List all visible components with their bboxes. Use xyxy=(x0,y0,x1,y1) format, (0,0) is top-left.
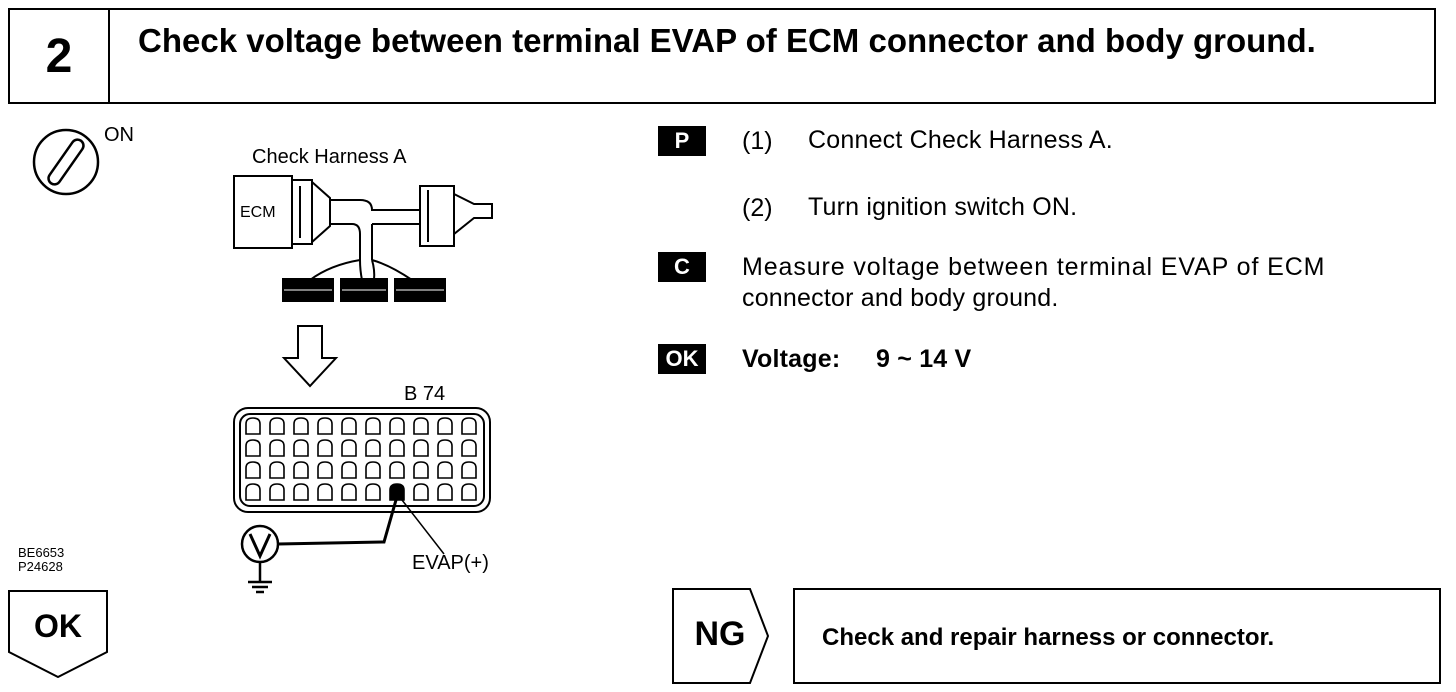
prep-tag: P xyxy=(658,126,706,156)
ignition-switch-icon xyxy=(32,128,100,196)
connector-pin xyxy=(389,461,405,479)
spec-value: 9 ~ 14 V xyxy=(876,345,972,373)
ok-result-label: OK xyxy=(34,608,82,644)
connector-pin xyxy=(317,417,333,435)
connector-pin xyxy=(293,461,309,479)
check-tag: C xyxy=(658,252,706,282)
connector-pin xyxy=(413,461,429,479)
ng-result-shape xyxy=(672,588,770,684)
connector-pin xyxy=(341,483,357,501)
voltmeter-icon xyxy=(240,499,445,594)
harness-connector-icons xyxy=(282,278,446,302)
connector-pin xyxy=(269,483,285,501)
terminal-label: EVAP(+) xyxy=(412,552,489,574)
step-text: Turn ignition switch ON. xyxy=(808,193,1078,221)
connector-pin xyxy=(317,483,333,501)
step-number: 2 xyxy=(10,10,110,102)
ng-action-text: Check and repair harness or connector. xyxy=(822,624,1275,651)
connector-pin xyxy=(365,439,381,457)
check-text: connector and body ground. xyxy=(742,284,1059,312)
connector-pin xyxy=(341,461,357,479)
step-text: Connect Check Harness A. xyxy=(808,126,1113,154)
connector-pin xyxy=(245,417,261,435)
connector-pin xyxy=(461,417,477,435)
connector-pin xyxy=(317,461,333,479)
connector-pin xyxy=(365,483,381,501)
ok-result-shape xyxy=(8,590,108,678)
connector-pin xyxy=(437,417,453,435)
harness-label: Check Harness A xyxy=(252,146,407,168)
connector-pin xyxy=(437,439,453,457)
connector-pin xyxy=(341,439,357,457)
connector-pin xyxy=(389,417,405,435)
connector-pin xyxy=(317,439,333,457)
ok-tag: OK xyxy=(658,344,706,374)
connector-pin xyxy=(245,461,261,479)
ecm-label: ECM xyxy=(240,204,276,221)
ng-action-box xyxy=(793,588,1441,684)
step-title: Check voltage between terminal EVAP of E… xyxy=(138,22,1316,59)
step-header: 2 Check voltage between terminal EVAP of… xyxy=(8,8,1436,104)
figure-code: BE6653 xyxy=(18,545,65,560)
check-text: Measure voltage between terminal EVAP of… xyxy=(742,253,1326,281)
connector-pin xyxy=(461,461,477,479)
check-harness-icon xyxy=(233,175,493,281)
spec-label: Voltage: xyxy=(742,345,841,373)
step-num: (2) xyxy=(742,194,773,222)
down-arrow-icon xyxy=(281,325,339,388)
connector-pin xyxy=(437,461,453,479)
connector-pin xyxy=(461,439,477,457)
connector-pin xyxy=(413,483,429,501)
connector-pin xyxy=(269,417,285,435)
connector-pin xyxy=(365,417,381,435)
connector-pins xyxy=(245,417,477,501)
connector-pin xyxy=(293,417,309,435)
figure-code: P24628 xyxy=(18,559,63,574)
connector-pin xyxy=(389,439,405,457)
connector-pin xyxy=(293,483,309,501)
switch-on-label: ON xyxy=(104,124,134,146)
connector-pin xyxy=(365,461,381,479)
connector-pin xyxy=(413,417,429,435)
connector-pin xyxy=(269,439,285,457)
connector-code: B 74 xyxy=(404,383,446,405)
connector-pin xyxy=(389,483,405,501)
connector-pin xyxy=(413,439,429,457)
step-num: (1) xyxy=(742,127,773,155)
connector-pin xyxy=(269,461,285,479)
ng-result-label: NG xyxy=(694,615,746,653)
figure-codes: BE6653 P24628 xyxy=(18,546,64,574)
connector-pin xyxy=(437,483,453,501)
connector-pin xyxy=(341,417,357,435)
connector-pin xyxy=(245,439,261,457)
connector-pin xyxy=(293,439,309,457)
ecm-connector-icon xyxy=(233,407,491,513)
connector-pin xyxy=(461,483,477,501)
diagram xyxy=(32,128,493,594)
connector-pin xyxy=(245,483,261,501)
